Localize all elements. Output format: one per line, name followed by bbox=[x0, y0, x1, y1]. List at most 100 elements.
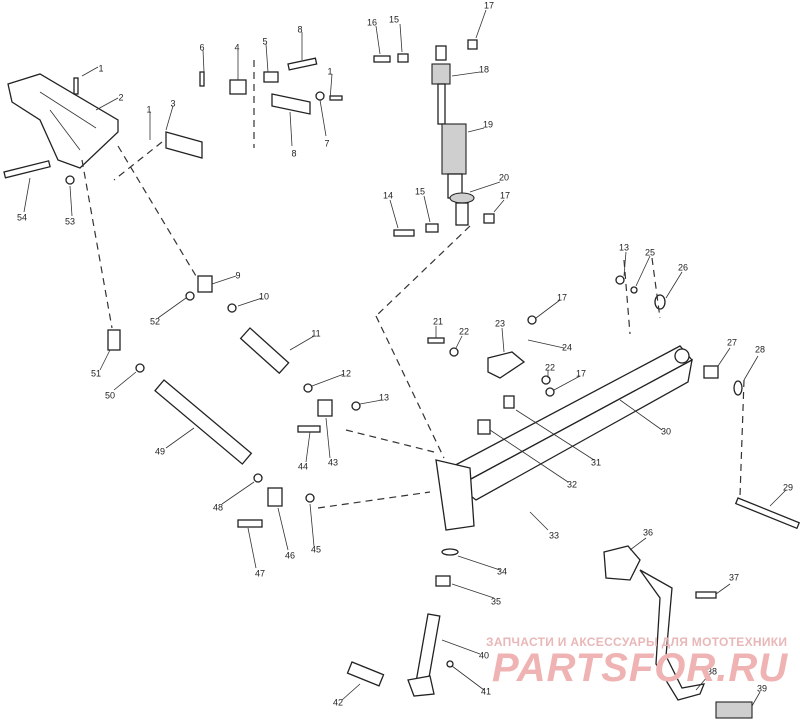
bolt-6 bbox=[287, 57, 318, 71]
leader-line bbox=[329, 73, 333, 101]
leader-line bbox=[501, 327, 505, 353]
leader-line bbox=[81, 66, 99, 77]
callout-number: 32 bbox=[567, 479, 577, 489]
callout-number: 5 bbox=[262, 36, 267, 46]
nut-53 bbox=[65, 175, 75, 185]
shock-body-spring bbox=[441, 123, 467, 175]
callout-number: 41 bbox=[481, 686, 491, 696]
leader-line bbox=[157, 297, 187, 319]
tube-42 bbox=[346, 661, 385, 687]
rail-30-top bbox=[445, 345, 694, 487]
leader-line bbox=[451, 665, 485, 691]
leader-line bbox=[527, 339, 565, 349]
leader-line bbox=[629, 537, 647, 551]
leader-line bbox=[305, 431, 311, 463]
nut-13-rear bbox=[615, 275, 625, 285]
leader-line bbox=[265, 43, 269, 73]
callout-number: 11 bbox=[311, 328, 320, 338]
leader-line bbox=[165, 105, 174, 131]
bracket-2 bbox=[7, 73, 119, 169]
washer-52 bbox=[185, 291, 195, 301]
leader-line bbox=[99, 349, 111, 371]
assembly-lines bbox=[81, 141, 745, 509]
callout-number: 43 bbox=[328, 457, 338, 467]
callout-number: 2 bbox=[118, 92, 123, 102]
leader-line bbox=[455, 335, 463, 349]
callout-number: 30 bbox=[661, 426, 671, 436]
callout-number: 26 bbox=[678, 262, 688, 272]
washer-45 bbox=[305, 493, 315, 503]
nut-10 bbox=[227, 303, 237, 313]
shock-absorber bbox=[431, 45, 475, 226]
leader-line bbox=[359, 399, 383, 405]
callout-number: 47 bbox=[255, 568, 265, 578]
bolt-54 bbox=[3, 160, 51, 179]
callout-number: 39 bbox=[757, 683, 767, 693]
leader-line bbox=[247, 527, 257, 569]
callout-number: 19 bbox=[483, 119, 493, 129]
callout-number: 12 bbox=[341, 368, 351, 378]
leader-line bbox=[535, 299, 561, 319]
nut-17-mid bbox=[527, 315, 537, 325]
rod-end-51 bbox=[107, 329, 121, 351]
plate-3 bbox=[165, 131, 203, 159]
washer-34 bbox=[441, 548, 459, 556]
callout-number: 22 bbox=[545, 362, 555, 372]
callout-number: 40 bbox=[479, 650, 489, 660]
main-rail bbox=[435, 345, 694, 531]
shock-rod bbox=[437, 83, 446, 125]
bolt-37 bbox=[695, 591, 717, 599]
callout-number: 42 bbox=[333, 697, 343, 707]
ski-38 bbox=[639, 569, 706, 701]
leader-lines bbox=[23, 9, 787, 707]
leader-line bbox=[769, 489, 787, 507]
nut-17-bottom bbox=[483, 213, 495, 224]
wear-bar-39 bbox=[715, 701, 753, 719]
callout-number: 9 bbox=[235, 270, 240, 280]
ring-28 bbox=[733, 380, 743, 396]
callout-number: 10 bbox=[259, 291, 269, 301]
callout-number: 50 bbox=[105, 390, 115, 400]
front-mount-bracket bbox=[3, 73, 119, 185]
callout-number: 31 bbox=[591, 457, 601, 467]
leader-line bbox=[311, 373, 345, 387]
shock-bottom-eye bbox=[455, 202, 469, 226]
callout-number: 6 bbox=[199, 42, 204, 52]
callout-number: 7 bbox=[324, 138, 329, 148]
bolt-1-right bbox=[329, 95, 343, 101]
leader-line bbox=[423, 195, 431, 223]
callout-number: 20 bbox=[499, 172, 509, 182]
callout-number: 38 bbox=[707, 666, 717, 676]
spindle-40 bbox=[415, 613, 441, 682]
plate-8 bbox=[271, 93, 311, 115]
leader-line bbox=[743, 355, 759, 381]
ski-assembly bbox=[603, 545, 753, 719]
leader-line bbox=[389, 199, 399, 229]
callout-number: 15 bbox=[415, 186, 425, 196]
leader-line bbox=[619, 399, 663, 431]
callout-number: 1 bbox=[146, 104, 151, 114]
leader-line bbox=[489, 429, 569, 483]
nut-48 bbox=[253, 473, 263, 483]
cap-27 bbox=[703, 365, 719, 379]
washer-22-right bbox=[541, 375, 551, 385]
shock-top-hardware bbox=[373, 39, 478, 63]
callout-number: 53 bbox=[65, 216, 75, 226]
leader-line bbox=[341, 683, 361, 701]
leader-line bbox=[325, 417, 331, 459]
leader-line bbox=[469, 181, 501, 193]
callout-number: 52 bbox=[150, 316, 160, 326]
callout-number: 35 bbox=[491, 596, 501, 606]
tube-49 bbox=[154, 379, 253, 465]
leader-line bbox=[623, 251, 627, 277]
callout-number: 1 bbox=[98, 63, 103, 73]
leader-line bbox=[375, 25, 381, 55]
leader-line bbox=[751, 691, 761, 707]
leader-line bbox=[467, 127, 485, 133]
steering-spindle bbox=[346, 548, 459, 697]
callout-number: 29 bbox=[783, 482, 793, 492]
callout-number: 8 bbox=[291, 148, 296, 158]
callout-number: 15 bbox=[389, 14, 399, 24]
callout-number: 23 bbox=[495, 318, 505, 328]
leader-line bbox=[202, 49, 205, 73]
